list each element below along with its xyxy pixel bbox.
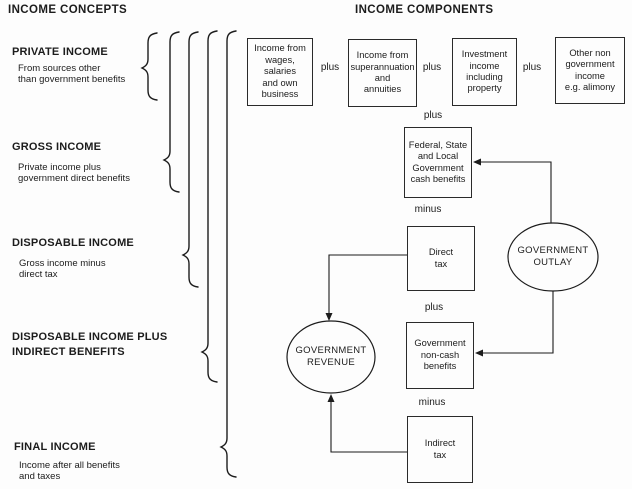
government-outlay-ellipse bbox=[507, 222, 599, 292]
operator-minus-2: minus bbox=[418, 397, 446, 408]
operator-plus-3: plus bbox=[522, 62, 542, 73]
operator-minus-1: minus bbox=[414, 204, 442, 215]
brace-private-income bbox=[140, 32, 158, 101]
concept-disposable-income-title: DISPOSABLE INCOME bbox=[12, 237, 134, 249]
connector-outlay-to-cash-benefits bbox=[478, 161, 552, 223]
box-indirect-tax: Indirect tax bbox=[407, 416, 473, 483]
government-revenue-ellipse bbox=[286, 320, 376, 394]
concept-gross-income-title: GROSS INCOME bbox=[12, 141, 102, 153]
brace-gross-income bbox=[162, 31, 180, 193]
brace-disposable-plus-indirect bbox=[200, 30, 218, 383]
operator-plus-5: plus bbox=[424, 302, 444, 313]
arrowhead-into-revenue-top bbox=[325, 313, 333, 321]
box-direct-tax: Direct tax bbox=[407, 226, 475, 291]
operator-plus-4: plus bbox=[423, 110, 443, 121]
income-components-header: INCOME COMPONENTS bbox=[355, 4, 494, 16]
concept-private-income-desc: From sources other than government benef… bbox=[18, 63, 126, 85]
box-government-noncash-benefits: Government non-cash benefits bbox=[406, 322, 474, 389]
connector-indirect-tax-to-revenue bbox=[330, 401, 407, 453]
box-superannuation-income: Income from superannuation and annuities bbox=[348, 39, 417, 107]
connector-direct-tax-to-revenue bbox=[328, 254, 407, 314]
connector-outlay-to-noncash-benefits bbox=[478, 291, 554, 354]
concept-disposable-income-desc: Gross income minus direct tax bbox=[19, 258, 106, 280]
concept-gross-income-desc: Private income plus government direct be… bbox=[18, 162, 130, 184]
box-government-cash-benefits: Federal, State and Local Government cash… bbox=[404, 127, 472, 198]
brace-final-income bbox=[219, 30, 237, 478]
arrowhead-into-noncash-benefits bbox=[475, 349, 483, 357]
government-outlay-label: GOVERNMENT OUTLAY bbox=[517, 245, 589, 268]
government-revenue-label: GOVERNMENT REVENUE bbox=[295, 345, 367, 368]
concept-disposable-plus-indirect-title: DISPOSABLE INCOME PLUS INDIRECT BENEFITS bbox=[12, 331, 168, 358]
box-investment-income: Investment income including property bbox=[452, 38, 517, 106]
concept-private-income-title: PRIVATE INCOME bbox=[12, 46, 108, 58]
box-wages-income: Income from wages, salaries and own busi… bbox=[247, 38, 313, 106]
concept-final-income-desc: Income after all benefits and taxes bbox=[19, 460, 120, 482]
concept-final-income-title: FINAL INCOME bbox=[14, 441, 96, 453]
operator-plus-2: plus bbox=[422, 62, 442, 73]
brace-disposable-income bbox=[181, 31, 199, 288]
income-concepts-header: INCOME CONCEPTS bbox=[8, 4, 128, 16]
box-other-income: Other non government income e.g. alimony bbox=[555, 37, 625, 104]
operator-plus-1: plus bbox=[320, 62, 340, 73]
arrowhead-into-cash-benefits bbox=[473, 158, 481, 166]
arrowhead-into-revenue-bottom bbox=[327, 394, 335, 402]
